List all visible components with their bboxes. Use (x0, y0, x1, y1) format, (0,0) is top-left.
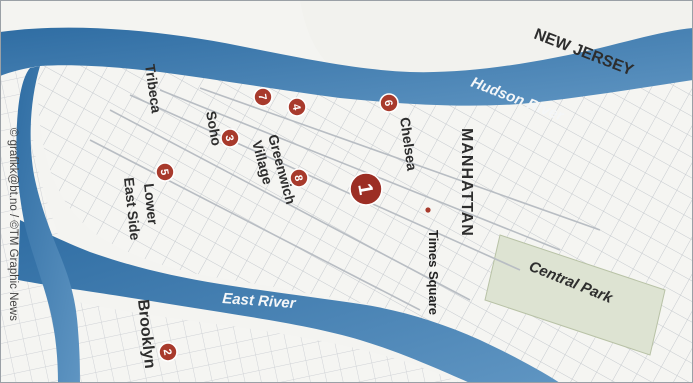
marker-8[interactable]: 8 (289, 168, 309, 188)
brooklyn-land (70, 300, 460, 383)
label-soho: Soho (203, 110, 225, 147)
marker-7[interactable]: 7 (253, 87, 273, 107)
label-east-river: East River (222, 290, 298, 312)
marker-5[interactable]: 5 (155, 162, 175, 182)
marker-6-label: 6 (382, 99, 395, 107)
marker-1-label: 1 (353, 182, 377, 197)
hudson-river (0, 27, 693, 106)
marker-4-label: 4 (290, 103, 303, 112)
central-park-area (484, 234, 666, 356)
marker-8-label: 8 (292, 174, 305, 182)
label-manhattan: MANHATTAN (458, 128, 475, 237)
marker-3[interactable]: 3 (220, 128, 240, 148)
label-lower: Lower (141, 183, 161, 226)
east-river (18, 220, 560, 383)
marker-2-label: 2 (161, 348, 174, 356)
marker-7-label: 7 (256, 93, 269, 101)
new-jersey-land (300, 0, 693, 87)
marker-6[interactable]: 6 (379, 93, 399, 113)
marker-4[interactable]: 4 (287, 97, 307, 117)
label-tribeca: Tribeca (142, 63, 165, 114)
west-channel (16, 66, 81, 383)
marker-1[interactable]: 1 (349, 172, 383, 206)
marker-3-label: 3 (223, 134, 236, 142)
marker-2[interactable]: 2 (158, 342, 178, 362)
label-chelsea: Chelsea (397, 116, 420, 172)
label-east-side: East Side (121, 177, 144, 242)
marker-5-label: 5 (158, 168, 171, 176)
times-square-dot (425, 207, 431, 213)
label-times-square: Times Square (426, 230, 441, 315)
avenues (89, 87, 601, 311)
credit-text: © grafikk@bt.no / ©TM Graphic News (7, 128, 19, 321)
